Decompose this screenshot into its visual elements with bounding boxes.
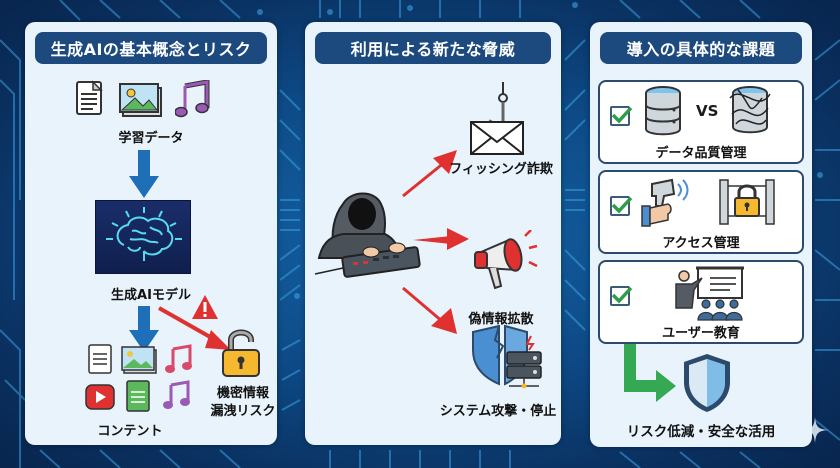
risk-arrow-icon [158, 306, 231, 350]
threat-label-disinformation: 偽情報拡散 [468, 312, 534, 327]
content-label: コンテント [97, 424, 163, 439]
music-icon [165, 344, 192, 373]
outcome-label: リスク低減・安全な活用 [626, 424, 776, 440]
challenge-label-data-quality: データ品質管理 [655, 146, 747, 161]
challenge-label-user-education: ユーザー教育 [662, 326, 740, 341]
locked-gate-icon [719, 179, 775, 225]
unlocked-padlock-icon [222, 329, 260, 377]
checkbox[interactable] [610, 286, 633, 306]
hooded-hacker-icon [314, 192, 421, 278]
panel-title: 導入の具体的な課題 [600, 32, 802, 64]
risk-label-line1: 機密情報 [216, 386, 269, 401]
panel-title: 生成AIの基本概念とリスク [35, 32, 267, 64]
broken-shield-server-icon [472, 324, 542, 389]
checkmark-icon [611, 286, 633, 304]
checkmark-icon [611, 106, 633, 124]
ai-model-brain-icon [95, 200, 191, 274]
presentation-teacher-icon [675, 266, 744, 321]
threat-arrow-down-icon [402, 286, 457, 334]
music-icon [163, 380, 190, 409]
threat-arrow-right-icon [413, 228, 469, 250]
risk-label-line2: 漏洩リスク [210, 404, 276, 419]
warning-icon [192, 295, 218, 319]
outcome-arrow-icon [624, 344, 676, 402]
music-icon [175, 80, 210, 118]
phishing-email-icon [470, 82, 524, 155]
document-icon [88, 344, 112, 374]
vs-text: VS [696, 102, 719, 120]
checkmark-icon [611, 196, 633, 214]
image-icon [121, 346, 157, 374]
challenge-card-user-education: ユーザー教育 [598, 260, 804, 344]
megaphone-icon [474, 230, 538, 290]
scanner-hand-icon [641, 178, 689, 227]
checkbox[interactable] [610, 106, 633, 126]
panel-genai-basics: 生成AIの基本概念とリスク 学習データ [25, 22, 277, 445]
flow-arrow-down-icon [129, 150, 159, 198]
threat-label-phishing: フィッシング詐欺 [449, 162, 553, 177]
messy-database-icon [729, 86, 771, 134]
model-label: 生成AIモデル [111, 288, 191, 303]
security-shield-icon [684, 354, 730, 412]
challenge-card-data-quality: VS データ品質管理 [598, 80, 804, 164]
panel-implementation-challenges: 導入の具体的な課題 VS データ品質管理 [590, 22, 812, 447]
sparkle-icon [802, 417, 828, 443]
clean-database-icon [645, 86, 681, 136]
threat-label-system-attack: システム攻撃・停止 [439, 404, 557, 419]
panel-title: 利用による新たな脅威 [315, 32, 551, 64]
panel-new-threats: 利用による新たな脅威 フィッシング詐欺 [305, 22, 561, 445]
document-icon [76, 80, 103, 115]
training-data-label: 学習データ [118, 131, 184, 146]
challenge-card-access-control: アクセス管理 [598, 170, 804, 254]
green-document-icon [126, 380, 150, 412]
image-icon [119, 83, 162, 117]
threat-arrow-up-icon [402, 150, 457, 198]
flow-arrow-down-icon [129, 306, 159, 352]
challenge-label-access-control: アクセス管理 [662, 236, 740, 251]
video-play-icon [85, 384, 115, 410]
checkbox[interactable] [610, 196, 633, 216]
